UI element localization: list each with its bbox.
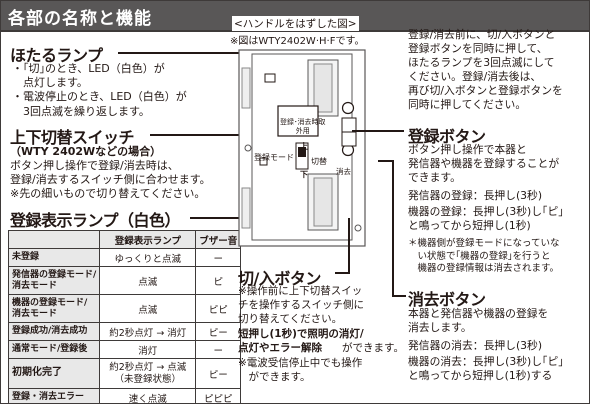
diagram-label-mode: 登録モード <box>254 153 294 162</box>
diagram-label-switch: 切替 <box>311 157 327 166</box>
table-row: 登録成功/消去成功 約2秒点灯 → 消灯 ピー <box>7 322 242 341</box>
kiri-heading: 切/入ボタン <box>238 269 321 288</box>
table-header-cell: 登録表示ランプ <box>99 230 197 249</box>
shokyo-body: 本器と発信器や機器の登録を 消去します。 <box>408 307 549 335</box>
table-cell: 登録成功/消去成功 <box>7 322 101 341</box>
touroku-line2: 機器の登録：長押し(3秒)し｢ピ｣ と鳴ってから短押し(1秒) <box>408 205 564 233</box>
top-right-note: 登録/消去前に、切/入ボタンと 登録ボタンを同時に押して、 ほたるランプを3回点… <box>408 28 563 111</box>
table-cell: ピピ <box>195 294 242 323</box>
table-cell: 消灯 <box>99 340 197 359</box>
shokyo-leader-top <box>378 160 394 162</box>
hotaru-leader <box>118 52 266 54</box>
table-cell: 約2秒点灯 → 消灯 <box>99 322 197 341</box>
table-cell: 約2秒点灯 → 点滅 （未登録状態） <box>99 358 197 389</box>
table-cell: 点滅 <box>99 266 197 295</box>
table-row: 登録・消去エラー 速く点滅 ピピピ <box>7 388 242 404</box>
joge-heading: 上下切替スイッチ <box>10 128 135 147</box>
page-title: 各部の名称と機能 <box>8 9 152 29</box>
touroku-note: ＊機器側が登録モードになっていな い状態で｢機器の登録｣を行うと 機器の登録情報… <box>408 238 560 274</box>
shokyo-heading: 消去ボタン <box>408 290 486 309</box>
diagram-caption: <ハンドルをはずした図> <box>232 16 359 31</box>
table-cell: ピー <box>195 322 242 341</box>
joge-leader <box>150 134 292 136</box>
table-cell: 登録・消去エラー <box>7 388 101 404</box>
table-row: 機器の登録モード/ 消去モード 点滅 ピピ <box>7 294 242 323</box>
diagram-label-down: 下 <box>300 170 308 179</box>
table-row: 発信器の登録モード/ 消去モード 点滅 ピ <box>7 266 242 295</box>
table-cell: 速く点滅 <box>99 388 197 404</box>
diagram-label-up: 上 <box>300 142 308 151</box>
shokyo-leader-vertical <box>392 160 394 296</box>
table-cell: 点滅 <box>99 294 197 323</box>
table-cell: 機器の登録モード/ 消去モード <box>7 294 101 323</box>
table-cell: 通常モード/登録後 <box>7 340 101 359</box>
touroku-line1: 発信器の登録：長押し(3秒) <box>408 189 543 202</box>
table-row: 通常モード/登録後 消灯 ー <box>7 340 242 359</box>
table-cell: ピピピ <box>195 388 242 404</box>
table-cell: 未登録 <box>7 248 101 267</box>
touroku-body: ボタン押し操作で本器と 発信器や機器を登録することが できます。 <box>408 143 560 184</box>
shokyo-line2: 機器の消去：長押し(3秒)し｢ピ｣ と鳴ってから短押し(1秒)する <box>408 355 564 383</box>
touroku-leader <box>352 130 404 132</box>
table-row: 未登録 ゆっくりと点滅 ー <box>7 248 242 267</box>
table-header-cell <box>7 230 101 249</box>
table-cell: 発信器の登録モード/ 消去モード <box>7 266 101 295</box>
kiri-note: ※電波受信停止中でも操作 ができます。 <box>238 357 363 384</box>
table-cell: ピー <box>195 358 242 389</box>
hyoji-heading: 登録表示ランプ（白色） <box>10 211 181 230</box>
diagram-note: ※図はWTY2402W·H·Fです。 <box>230 36 365 47</box>
touroku-heading: 登録ボタン <box>408 127 486 146</box>
kiri-leader <box>335 272 349 274</box>
shokyo-line1: 発信器の消去：長押し(3秒) <box>408 339 543 352</box>
kiri-bold: 短押し(1秒)で照明の消灯/ 点灯やエラー解除 <box>238 328 364 355</box>
table-cell: ー <box>195 248 242 267</box>
table-cell: ー <box>195 340 242 359</box>
shokyo-leader <box>392 295 406 297</box>
status-table: 登録表示ランプ ブザー音 未登録 ゆっくりと点滅 ー 発信器の登録モード/ 消去… <box>7 230 242 404</box>
table-cell: 初期化完了 <box>7 358 101 389</box>
kiri-leader-vertical <box>348 218 350 274</box>
table-cell: ピ <box>195 266 242 295</box>
table-row: 初期化完了 約2秒点灯 → 点滅 （未登録状態） ピー <box>7 358 242 389</box>
diagram-label-delete: 消去 <box>336 167 351 176</box>
table-header-row: 登録表示ランプ ブザー音 <box>7 230 242 249</box>
hotaru-body: ・｢切｣のとき、LED（白色）が 点灯します。 ・電波停止のとき、LED（白色）… <box>12 62 187 118</box>
diagram-label-panel: 登録･消去時取 外用 <box>280 118 326 135</box>
table-cell: ゆっくりと点滅 <box>99 248 197 267</box>
hyoji-leader <box>190 217 242 219</box>
hotaru-heading: ほたるランプ <box>10 46 103 65</box>
joge-body: ボタン押し操作で登録/消去時は、 登録/消去するスイッチ側に合わせます。 ※先の… <box>10 159 211 201</box>
joge-sub: （WTY 2402Wなどの場合） <box>10 145 162 158</box>
table-header-cell: ブザー音 <box>195 230 242 249</box>
kiri-bold-tail: ができます。 <box>342 342 404 354</box>
device-diagram <box>238 49 366 247</box>
kiri-body: ※操作前に上下切替スイッ チを操作するスイッチ側に 切り替えてください。 <box>238 285 364 326</box>
